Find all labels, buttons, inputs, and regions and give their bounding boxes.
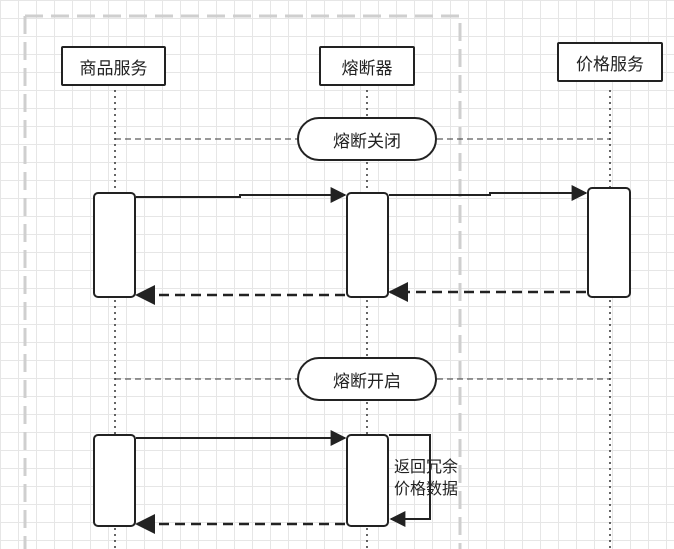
fallback-note-line-2: 价格数据 [394, 479, 459, 498]
outer-dashed-frame [23, 14, 462, 549]
participant-circuit-breaker: 熔断器 [319, 46, 415, 86]
activation-breaker-2 [346, 434, 389, 527]
activation-breaker-1 [346, 192, 389, 298]
msg-goods-to-breaker [136, 187, 347, 203]
msg-breaker-to-price [389, 185, 588, 201]
fallback-note: 返回冗余 价格数据 [394, 456, 458, 500]
msg-breaker-self-fallback [389, 434, 431, 527]
participant-price-service: 价格服务 [557, 42, 663, 82]
activation-price-1 [587, 187, 631, 298]
activation-goods-1 [93, 192, 136, 298]
fallback-note-line-1: 返回冗余 [394, 457, 459, 476]
state-open-pill: 熔断开启 [297, 357, 437, 401]
participant-goods-service: 商品服务 [61, 46, 166, 86]
activation-goods-2 [93, 434, 136, 527]
state-closed-pill: 熔断关闭 [297, 117, 437, 161]
